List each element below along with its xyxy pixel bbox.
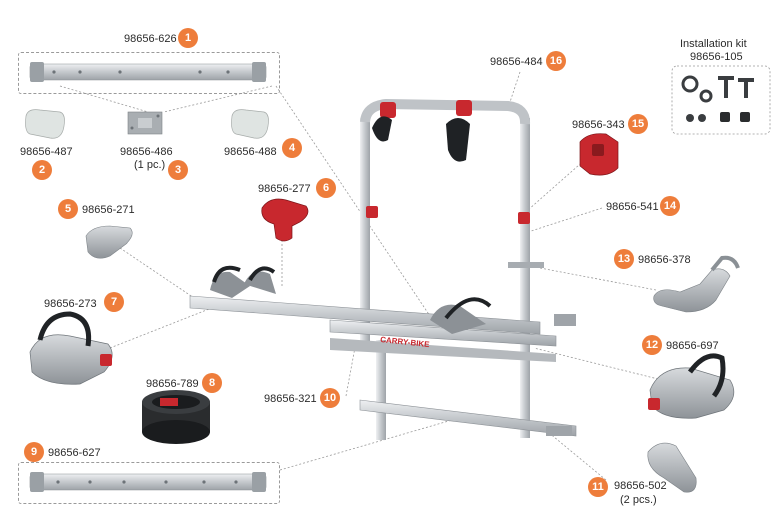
wheel-holder-right-part (648, 353, 735, 419)
bottom-rail-part (29, 472, 267, 492)
top-rail-part (29, 62, 267, 82)
nut-icon (720, 112, 730, 122)
wheel-holder-part (29, 311, 113, 385)
part-badge-14: 14 (660, 196, 680, 216)
part-badge-9: 9 (24, 442, 44, 462)
part-badge-3: 3 (168, 160, 188, 180)
gear-icon-small (699, 89, 713, 103)
end-cap-right-part (231, 109, 269, 139)
small-bracket-part (647, 442, 697, 493)
washer-icon (686, 114, 694, 122)
end-cap-left-part (25, 109, 65, 139)
part-code-15: 98656-343 (572, 119, 625, 131)
part-code-2: 98656-487 (20, 146, 73, 158)
part-badge-16: 16 (546, 51, 566, 71)
part-code-16: 98656-484 (490, 56, 543, 68)
part-code-7: 98656-273 (44, 298, 97, 310)
clamp-part (85, 225, 133, 259)
part-code-11: 98656-502 (614, 480, 667, 492)
part-badge-11: 11 (588, 477, 608, 497)
installation-kit-title: Installation kit (680, 38, 747, 50)
part-code-4: 98656-488 (224, 146, 277, 158)
bolt-icon (744, 80, 748, 98)
installation-kit-box (671, 65, 771, 135)
part-badge-6: 6 (316, 178, 336, 198)
part-note-3: (1 pc.) (134, 159, 166, 171)
part-badge-13: 13 (614, 249, 634, 269)
mounting-plate-part (127, 111, 163, 135)
part-code-12: 98656-697 (666, 340, 719, 352)
part-badge-15: 15 (628, 114, 648, 134)
part-note-11: (2 pcs.) (620, 494, 657, 506)
red-block-part (579, 133, 619, 176)
bike-rack-assembly: CARRY-BIKE (189, 98, 577, 440)
installation-kit-code: 98656-105 (690, 51, 743, 63)
part-badge-12: 12 (642, 335, 662, 355)
part-code-1: 98656-626 (124, 33, 177, 45)
part-code-10: 98656-321 (264, 393, 317, 405)
part-code-5: 98656-271 (82, 204, 135, 216)
part-badge-10: 10 (320, 388, 340, 408)
gear-icon (681, 75, 699, 93)
bottom-rail-outline (18, 462, 280, 504)
part-badge-2: 2 (32, 160, 52, 180)
part-badge-4: 4 (282, 138, 302, 158)
part-code-6: 98656-277 (258, 183, 311, 195)
part-code-13: 98656-378 (638, 254, 691, 266)
part-badge-7: 7 (104, 292, 124, 312)
top-rail-outline (18, 52, 280, 94)
part-code-3: 98656-486 (120, 146, 173, 158)
part-badge-1: 1 (178, 28, 198, 48)
part-badge-8: 8 (202, 373, 222, 393)
part-code-9: 98656-627 (48, 447, 101, 459)
part-code-14: 98656-541 (606, 201, 659, 213)
rubber-strap-part (142, 390, 210, 444)
screw-icon (724, 78, 728, 98)
red-knob-part (261, 198, 309, 242)
part-code-8: 98656-789 (146, 378, 199, 390)
part-badge-5: 5 (58, 199, 78, 219)
frame-holder-part (653, 255, 740, 313)
